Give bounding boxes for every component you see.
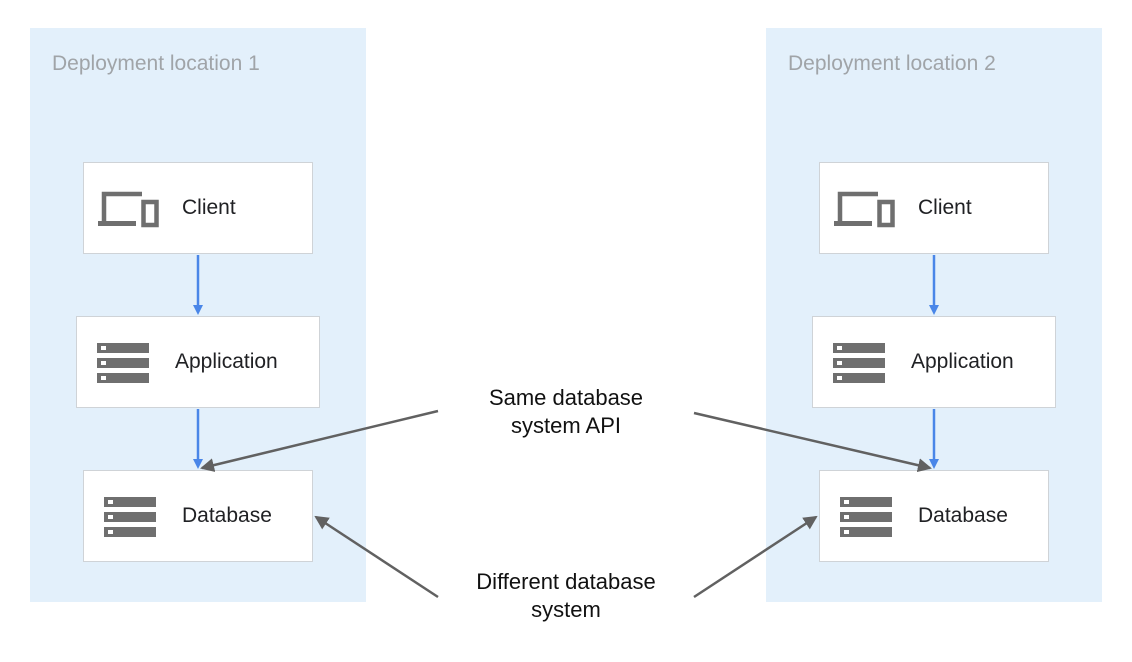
deployment-location-1-title: Deployment location 1 [52, 52, 260, 75]
different-system-arrow-left [314, 515, 439, 599]
client-node-1: Client [83, 162, 313, 254]
same-api-annotation: Same database system API [436, 384, 696, 440]
different-system-annotation: Different database system [436, 568, 696, 624]
deployment-location-2-title: Deployment location 2 [788, 52, 996, 75]
application-node-2: Application [812, 316, 1056, 408]
server-stack-icon [97, 343, 149, 383]
database-label-1: Database [182, 504, 272, 527]
same-api-arrow-right [693, 411, 932, 473]
server-stack-icon [840, 497, 892, 537]
different-system-arrow-right [693, 515, 818, 599]
server-stack-icon [104, 497, 156, 537]
different-system-line-2: system [531, 597, 601, 622]
application-label-1: Application [175, 350, 278, 373]
same-api-arrow-left [200, 409, 439, 472]
client-label-2: Client [918, 196, 972, 219]
same-api-line-2: system API [510, 413, 622, 438]
database-node-1: Database [83, 470, 313, 562]
different-system-line-1: Different database [476, 569, 656, 594]
devices-icon [98, 191, 159, 228]
client-node-2: Client [819, 162, 1049, 254]
server-stack-icon [833, 343, 885, 383]
application-node-1: Application [76, 316, 320, 408]
devices-icon [834, 191, 895, 228]
client-label-1: Client [182, 196, 236, 219]
same-api-line-1: Same database [488, 385, 644, 410]
application-label-2: Application [911, 350, 1014, 373]
database-node-2: Database [819, 470, 1049, 562]
database-label-2: Database [918, 504, 1008, 527]
